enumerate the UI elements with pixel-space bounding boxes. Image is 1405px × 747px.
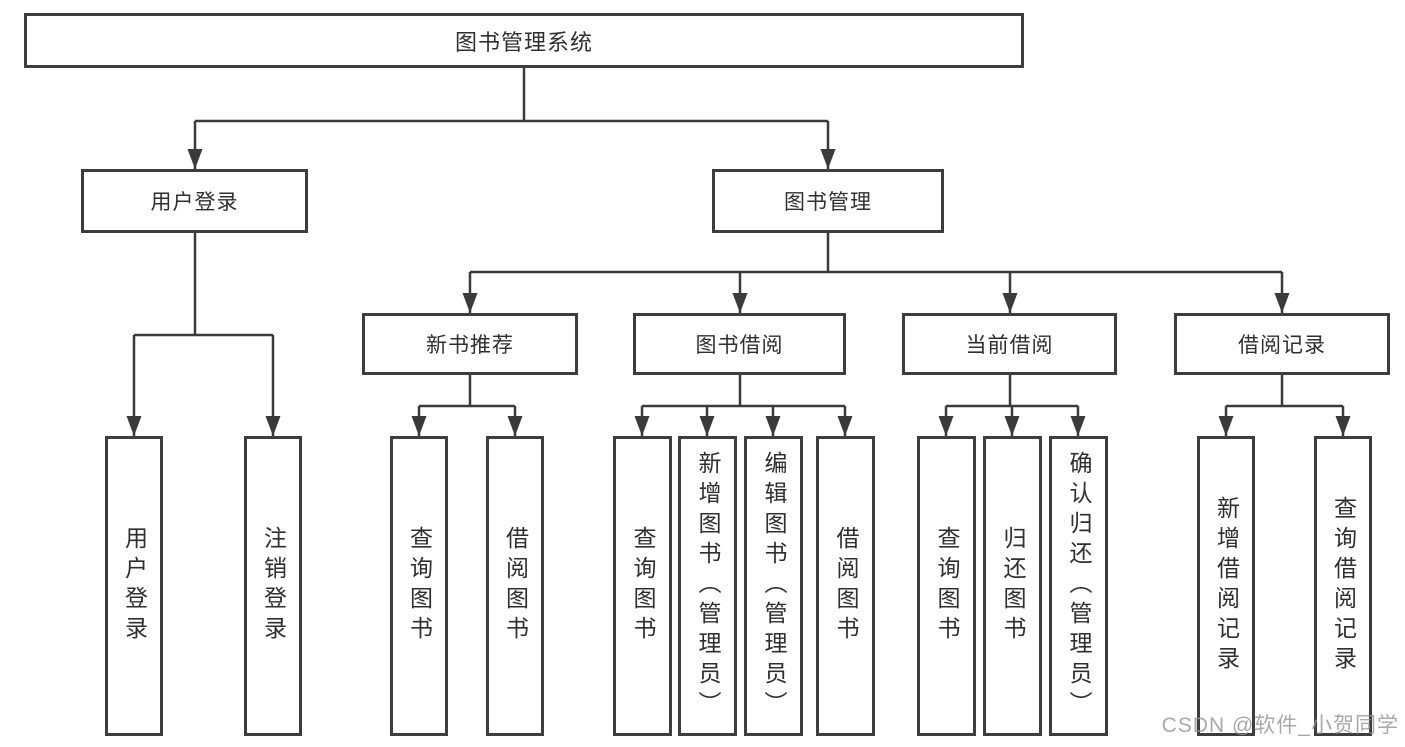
node-label: 新增图书（管理员） [695, 451, 721, 721]
node-current-borrow: 当前借阅 [902, 313, 1117, 375]
node-label: 新书推荐 [426, 334, 514, 357]
leaf-return-books: 归还图书 [983, 436, 1042, 736]
node-label: 用户登录 [150, 191, 239, 214]
node-book-management: 图书管理 [712, 169, 944, 233]
node-user-login: 用户登录 [81, 169, 308, 233]
node-label: 借阅记录 [1238, 334, 1326, 357]
node-label: 借阅图书 [502, 526, 529, 646]
leaf-query-borrow-record: 查询借阅记录 [1314, 436, 1372, 736]
node-library-management-system: 图书管理系统 [24, 13, 1024, 68]
leaf-confirm-return-admin: 确认归还（管理员） [1049, 436, 1108, 736]
leaf-query-books-borrow: 查询图书 [613, 436, 672, 736]
node-label: 归还图书 [1000, 526, 1026, 646]
node-label: 查询图书 [630, 526, 656, 646]
node-label: 新增借阅记录 [1213, 496, 1240, 676]
leaf-logout: 注销登录 [244, 436, 302, 736]
node-borrow-records: 借阅记录 [1174, 313, 1390, 375]
node-label: 当前借阅 [965, 334, 1054, 357]
leaf-add-books-admin: 新增图书（管理员） [678, 436, 737, 736]
node-label: 图书管理 [784, 191, 872, 214]
node-label: 借阅图书 [833, 526, 859, 646]
node-label: 编辑图书（管理员） [761, 451, 787, 721]
node-label: 查询借阅记录 [1330, 496, 1357, 676]
leaf-edit-books-admin: 编辑图书（管理员） [744, 436, 803, 736]
node-label: 确认归还（管理员） [1066, 451, 1092, 721]
node-label: 图书管理系统 [454, 29, 593, 55]
node-book-borrow: 图书借阅 [633, 313, 846, 375]
leaf-query-books-current: 查询图书 [917, 436, 976, 736]
node-new-book-recommend: 新书推荐 [362, 313, 578, 375]
node-label: 图书借阅 [695, 334, 784, 357]
leaf-user-login: 用户登录 [105, 436, 163, 736]
csdn-watermark: CSDN @软件_小贺同学 [1161, 714, 1399, 737]
node-label: 用户登录 [121, 526, 148, 646]
node-label: 查询图书 [406, 526, 433, 646]
node-label: 查询图书 [934, 526, 960, 646]
leaf-query-books-recommend: 查询图书 [390, 436, 448, 736]
node-label: 注销登录 [260, 526, 287, 646]
leaf-borrow-books: 借阅图书 [816, 436, 875, 736]
leaf-borrow-books-recommend: 借阅图书 [486, 436, 544, 736]
leaf-add-borrow-record: 新增借阅记录 [1197, 436, 1255, 736]
